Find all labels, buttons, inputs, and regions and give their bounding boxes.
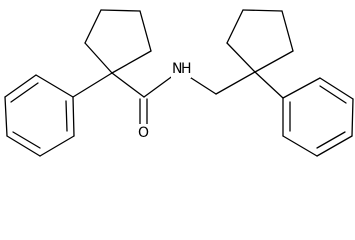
nitrogen-atom-label: N	[172, 61, 182, 77]
cyclopentane-ring-right	[226, 9, 294, 73]
phenyl-ring-left	[4, 72, 113, 157]
amide-linker	[111, 71, 256, 127]
atom-labels: N H O	[136, 60, 192, 141]
structure-diagram: N H O	[4, 9, 354, 157]
amide-hydrogen-label: H	[181, 61, 192, 77]
cyclopentane-ring-left	[84, 9, 152, 74]
phenyl-ring-right	[254, 71, 354, 157]
bonds	[4, 9, 354, 157]
oxygen-atom-label: O	[138, 125, 149, 141]
